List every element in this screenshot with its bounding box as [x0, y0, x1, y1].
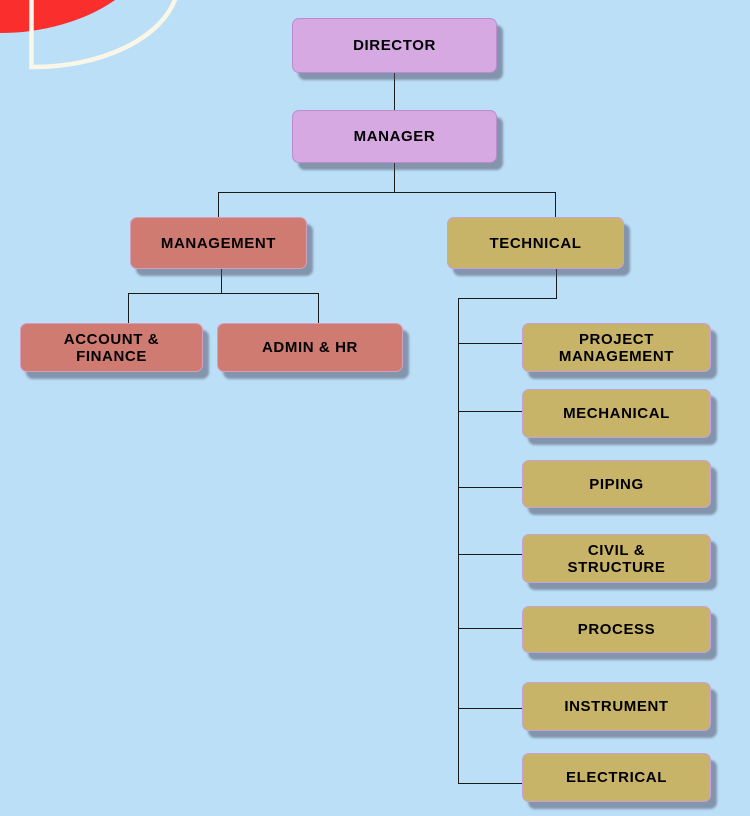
connector-stub — [458, 708, 522, 709]
corner-decoration — [0, 0, 178, 70]
node-instrument: INSTRUMENT — [522, 682, 711, 731]
connector-stub — [458, 343, 522, 344]
connector-line — [556, 269, 557, 298]
connector-line — [218, 192, 556, 193]
connector-line — [128, 293, 319, 294]
node-label: TECHNICAL — [489, 234, 582, 252]
node-piping: PIPING — [522, 460, 711, 508]
node-label: PIPING — [589, 475, 644, 493]
connector-stub — [458, 411, 522, 412]
connector-line — [218, 192, 219, 217]
connector-line — [318, 293, 319, 323]
node-label: PROJECT MANAGEMENT — [558, 330, 675, 365]
white-arc-decoration — [29, 0, 178, 70]
connector-rail — [458, 298, 459, 784]
node-label: PROCESS — [577, 621, 656, 638]
connector-stub — [458, 487, 522, 488]
connector-stub — [458, 783, 522, 784]
node-label: MANAGER — [353, 128, 436, 145]
node-project-management: PROJECT MANAGEMENT — [522, 323, 711, 372]
node-label: ADMIN & HR — [262, 339, 358, 356]
node-label: DIRECTOR — [353, 37, 436, 54]
connector-stub — [458, 554, 522, 555]
node-label: MANAGEMENT — [160, 234, 277, 252]
node-admin-hr: ADMIN & HR — [217, 323, 403, 372]
node-label: INSTRUMENT — [564, 698, 669, 715]
node-label: CIVIL & STRUCTURE — [567, 541, 666, 576]
connector-line — [128, 293, 129, 323]
connector-stub — [458, 628, 522, 629]
red-ellipse-decoration — [0, 0, 116, 33]
connector-line — [221, 269, 222, 293]
connector-line — [458, 298, 557, 299]
node-label: ELECTRICAL — [566, 769, 667, 786]
node-manager: MANAGER — [292, 110, 497, 163]
node-label: MECHANICAL — [563, 405, 670, 422]
node-management: MANAGEMENT — [130, 217, 307, 269]
node-electrical: ELECTRICAL — [522, 753, 711, 802]
node-process: PROCESS — [522, 606, 711, 653]
node-civil-structure: CIVIL & STRUCTURE — [522, 534, 711, 583]
node-technical: TECHNICAL — [447, 217, 624, 269]
connector-line — [394, 163, 395, 192]
node-label: ACCOUNT & FINANCE — [63, 330, 160, 365]
node-account-finance: ACCOUNT & FINANCE — [20, 323, 203, 372]
node-director: DIRECTOR — [292, 18, 497, 73]
node-mechanical: MECHANICAL — [522, 389, 711, 438]
connector-line — [555, 192, 556, 217]
connector-line — [394, 73, 395, 110]
